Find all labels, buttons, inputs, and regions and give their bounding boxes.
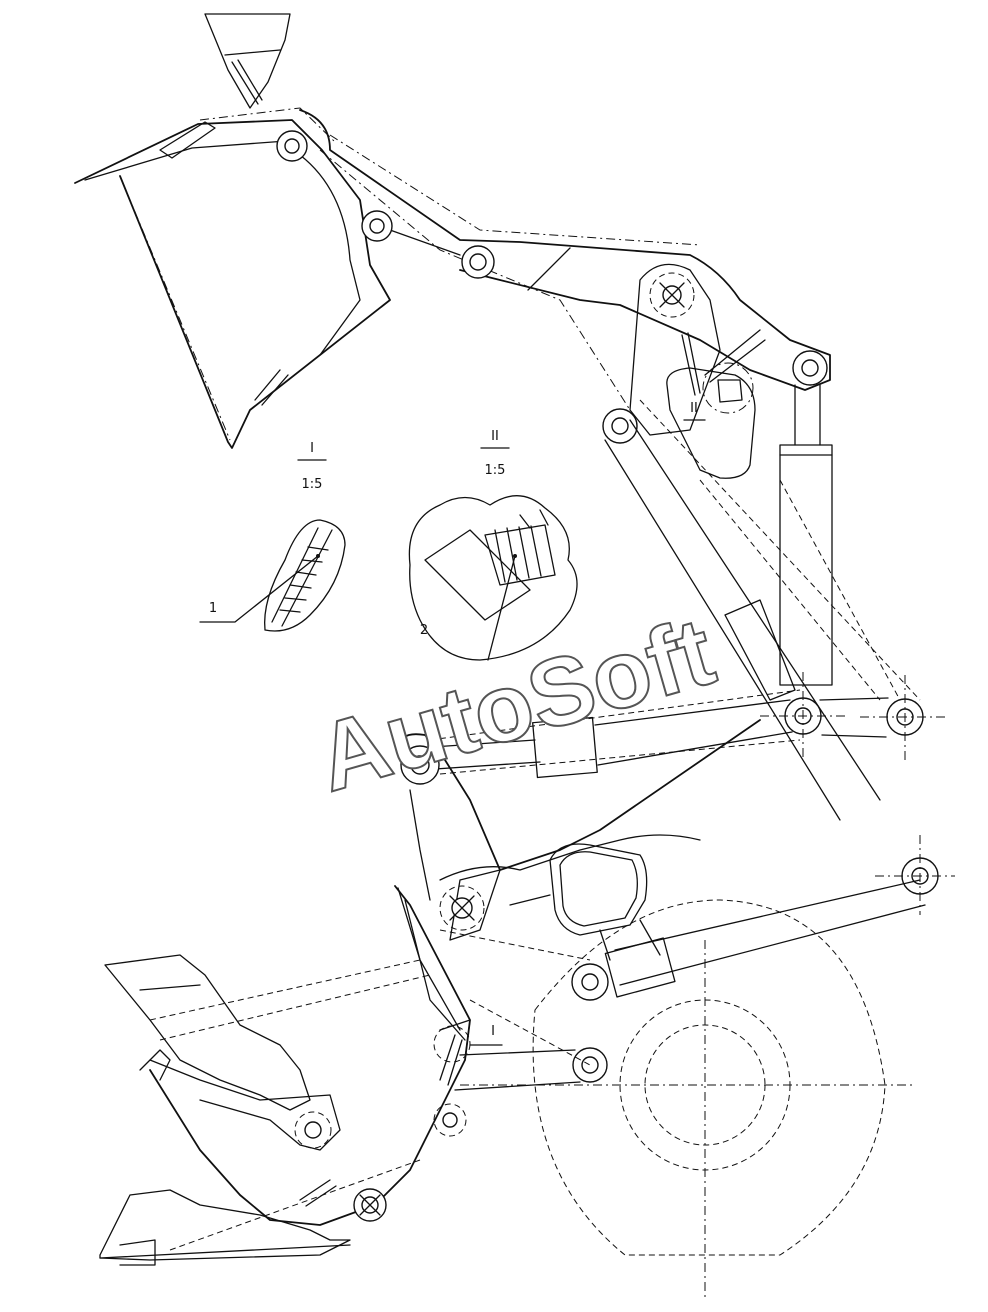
front-wheel (460, 899, 915, 1300)
lower-boom (398, 719, 926, 1001)
detail-ii-scale: 1:5 (485, 463, 506, 478)
watermark-text: AutoSoft (306, 598, 725, 813)
raised-bucket-assembly (74, 13, 391, 449)
raised-boom-arm (299, 109, 831, 479)
detail-view-i: I 1:5 1 (199, 441, 346, 632)
boom-links (604, 399, 921, 821)
detail-i-roman: I (310, 441, 314, 456)
raised-pins (276, 130, 828, 444)
detail-ii-roman: II (491, 429, 499, 444)
lower-bucket (139, 885, 608, 1226)
section-marker-ii: II (690, 401, 698, 416)
pivot-pins (760, 672, 955, 915)
callout-2: 2 (420, 623, 428, 638)
ground-bucket (99, 1159, 421, 1266)
section-marker-i: I (491, 1024, 495, 1039)
dumping-bucket (104, 954, 431, 1111)
tilt-cylinder (699, 384, 901, 701)
detail-view-ii: II 1:5 2 (408, 429, 578, 661)
lift-cylinder (417, 689, 801, 779)
detail-i-scale: 1:5 (302, 477, 323, 492)
callout-1: 1 (209, 601, 217, 616)
section-markers: II I (469, 401, 706, 1046)
